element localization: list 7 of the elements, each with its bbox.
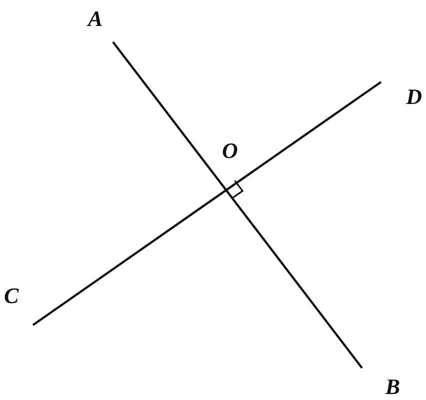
point-label: D	[406, 86, 422, 108]
point-label: C	[4, 285, 19, 307]
point-label: O	[222, 140, 238, 162]
point-label: A	[88, 8, 103, 30]
line-segment	[32, 81, 382, 326]
point-label: B	[385, 376, 400, 398]
line-segment	[112, 41, 363, 369]
